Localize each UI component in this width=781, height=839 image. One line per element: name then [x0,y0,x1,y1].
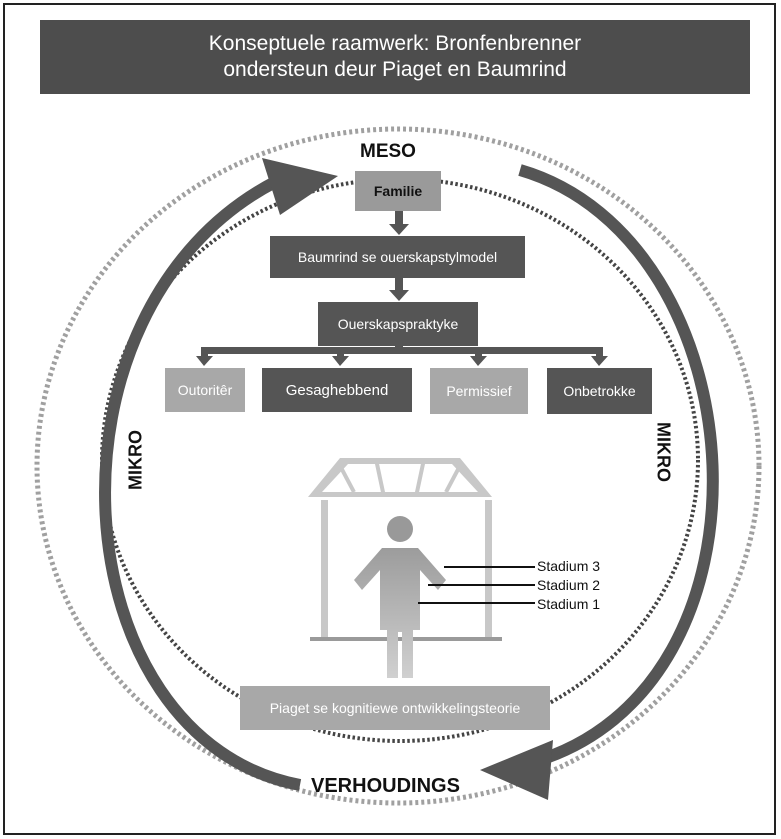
left-pillar [321,500,328,640]
verhoudings-label: VERHOUDINGS [311,775,460,797]
stage-1-label: Stadium 1 [537,596,601,612]
branch-drop-1 [201,347,208,359]
outoriter-box: Outoritêr [165,368,245,412]
title-line-1: Konseptuele raamwerk: Bronfenbrenner [208,32,582,55]
branch-arrow-3 [470,356,487,366]
right-arrow-head [480,740,553,800]
outer-dotted-ring [34,126,762,806]
left-arrow-head [262,158,338,215]
connector-baumrind-praktyke [395,278,403,292]
inner-dotted-ring [100,177,700,743]
title-line-2: ondersteun deur Piaget en Baumrind [223,58,567,81]
onbetrokke-box: Onbetrokke [547,368,652,414]
parenting-practices-box: Ouerskapspraktyke [318,302,478,346]
person-body [354,548,446,678]
connector-arrow-1 [389,224,409,235]
branch-arrow-4 [591,356,608,366]
branch-drop-3 [475,347,482,359]
meso-label: MESO [360,141,416,162]
branch-arrow-2 [332,356,349,366]
horizontal-branch-bar [201,347,603,354]
connector-arrow-2 [389,290,409,301]
baumrind-model-box: Baumrind se ouerskapstylmodel [270,236,525,278]
right-circular-arrow [518,164,719,769]
connector-familie-baumrind [395,211,403,227]
familie-box: Familie [355,171,441,211]
right-pillar [485,500,492,640]
diagram-frame [3,3,776,835]
mikro-right-label: MIKRO [653,422,674,482]
permissief-box: Permissief [430,368,528,414]
stage-2-label: Stadium 2 [537,577,601,593]
gesaghebbend-box: Gesaghebbend [262,368,412,412]
person-figure [354,516,446,678]
branch-drop-4 [596,347,603,359]
branch-drop-2 [337,347,344,359]
person-head [387,516,413,542]
mikro-left-label: MIKRO [125,430,146,490]
piaget-theory-box: Piaget se kognitiewe ontwikkelingsteorie [240,686,550,730]
branch-arrow-1 [196,356,213,366]
stage-3-label: Stadium 3 [537,558,601,574]
diagram-title: Konseptuele raamwerk: Bronfenbrenner ond… [40,20,750,94]
left-circular-arrow [99,176,302,791]
